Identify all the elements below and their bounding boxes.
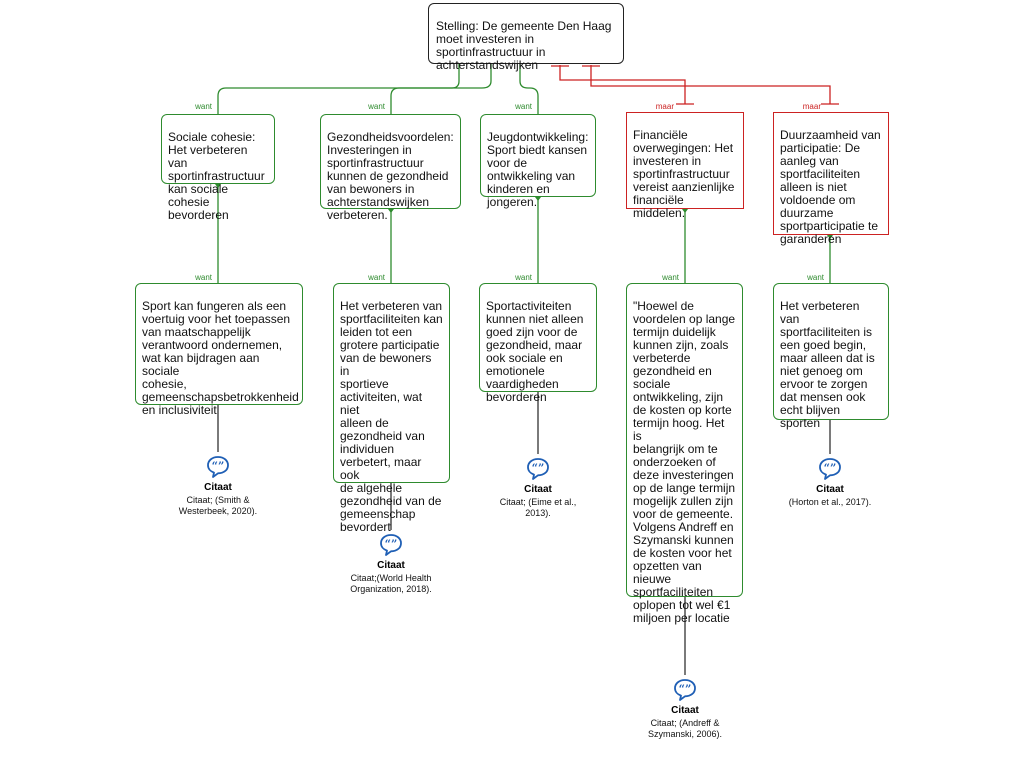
relation-label-want: want: [662, 273, 679, 282]
reason-box-social-cohesion[interactable]: Sociale cohesie: Het verbeteren van spor…: [161, 114, 275, 222]
citation-title: Citaat: [816, 484, 844, 495]
relation-label-want: want: [195, 102, 212, 111]
citation-1[interactable]: “” Citaat Citaat; (Smith & Westerbeek, 2…: [153, 455, 283, 517]
objection-text: Duurzaamheid van participatie: De aanleg…: [780, 128, 881, 246]
relation-label-want: want: [368, 273, 385, 282]
relation-label-want: want: [195, 273, 212, 282]
reason-text: Gezondheidsvoordelen: Investeringen in s…: [327, 130, 454, 222]
evidence-text: Sport kan fungeren als een voertuig voor…: [142, 299, 299, 417]
support-link-2: [390, 64, 492, 114]
svg-text:“”: “”: [385, 538, 398, 551]
citation-3[interactable]: “” Citaat Citaat; (Eime et al., 2013).: [473, 457, 603, 519]
evidence-box-2[interactable]: Het verbeteren van sportfaciliteiten kan…: [333, 283, 450, 534]
objection-link-1: [559, 65, 686, 104]
svg-text:“”: “”: [679, 683, 692, 696]
relation-label-maar: maar: [655, 102, 674, 111]
support-link-1: [217, 64, 460, 114]
svg-text:“”: “”: [824, 462, 837, 475]
reason-text: Jeugdontwikkeling: Sport biedt kansen vo…: [487, 130, 589, 209]
evidence-box-3[interactable]: Sportactiviteiten kunnen niet alleen goe…: [479, 283, 597, 404]
relation-label-want: want: [368, 102, 385, 111]
support-link-3: [519, 64, 539, 114]
citation-5[interactable]: “” Citaat (Horton et al., 2017).: [765, 457, 895, 508]
objection-box-financial[interactable]: Financiële overwegingen: Het investeren …: [626, 112, 744, 220]
svg-text:“”: “”: [532, 462, 545, 475]
svg-text:“”: “”: [212, 460, 225, 473]
statement-box[interactable]: Stelling: De gemeente Den Haag moet inve…: [428, 3, 624, 72]
evidence-text: Sportactiviteiten kunnen niet alleen goe…: [486, 299, 584, 404]
relation-label-want: want: [807, 273, 824, 282]
evidence-text: "Hoewel de voordelen op lange termijn du…: [633, 299, 736, 625]
objection-link-2: [590, 65, 831, 104]
reason-text: Sociale cohesie: Het verbeteren van spor…: [168, 130, 265, 222]
evidence-box-1[interactable]: Sport kan fungeren als een voertuig voor…: [135, 283, 303, 417]
reason-box-health[interactable]: Gezondheidsvoordelen: Investeringen in s…: [320, 114, 461, 222]
quote-bubble-icon: “”: [380, 534, 402, 556]
evidence-text: Het verbeteren van sportfaciliteiten is …: [780, 299, 875, 430]
objection-text: Financiële overwegingen: Het investeren …: [633, 128, 735, 220]
citation-source: (Horton et al., 2017).: [788, 497, 872, 507]
reason-box-youth[interactable]: Jeugdontwikkeling: Sport biedt kansen vo…: [480, 114, 596, 209]
citation-title: Citaat: [377, 560, 405, 571]
citation-title: Citaat: [524, 484, 552, 495]
citation-source: Citaat; (Smith & Westerbeek, 2020).: [178, 495, 258, 516]
citation-source: Citaat; (Andreff & Szymanski, 2006).: [647, 718, 723, 739]
relation-label-want: want: [515, 273, 532, 282]
quote-bubble-icon: “”: [674, 679, 696, 701]
objection-box-sustainability[interactable]: Duurzaamheid van participatie: De aanleg…: [773, 112, 889, 246]
citation-title: Citaat: [204, 482, 232, 493]
quote-bubble-icon: “”: [207, 456, 229, 478]
citation-title: Citaat: [671, 705, 699, 716]
citation-4[interactable]: “” Citaat Citaat; (Andreff & Szymanski, …: [620, 678, 750, 740]
evidence-box-4[interactable]: "Hoewel de voordelen op lange termijn du…: [626, 283, 743, 625]
evidence-text: Het verbeteren van sportfaciliteiten kan…: [340, 299, 443, 534]
statement-text: Stelling: De gemeente Den Haag moet inve…: [436, 19, 612, 72]
relation-label-want: want: [515, 102, 532, 111]
relation-label-maar: maar: [802, 102, 821, 111]
quote-bubble-icon: “”: [819, 458, 841, 480]
quote-bubble-icon: “”: [527, 458, 549, 480]
citation-2[interactable]: “” Citaat Citaat;(World Health Organizat…: [326, 533, 456, 595]
citation-source: Citaat;(World Health Organization, 2018)…: [350, 573, 432, 594]
citation-source: Citaat; (Eime et al., 2013).: [499, 497, 577, 518]
evidence-box-5[interactable]: Het verbeteren van sportfaciliteiten is …: [773, 283, 889, 430]
